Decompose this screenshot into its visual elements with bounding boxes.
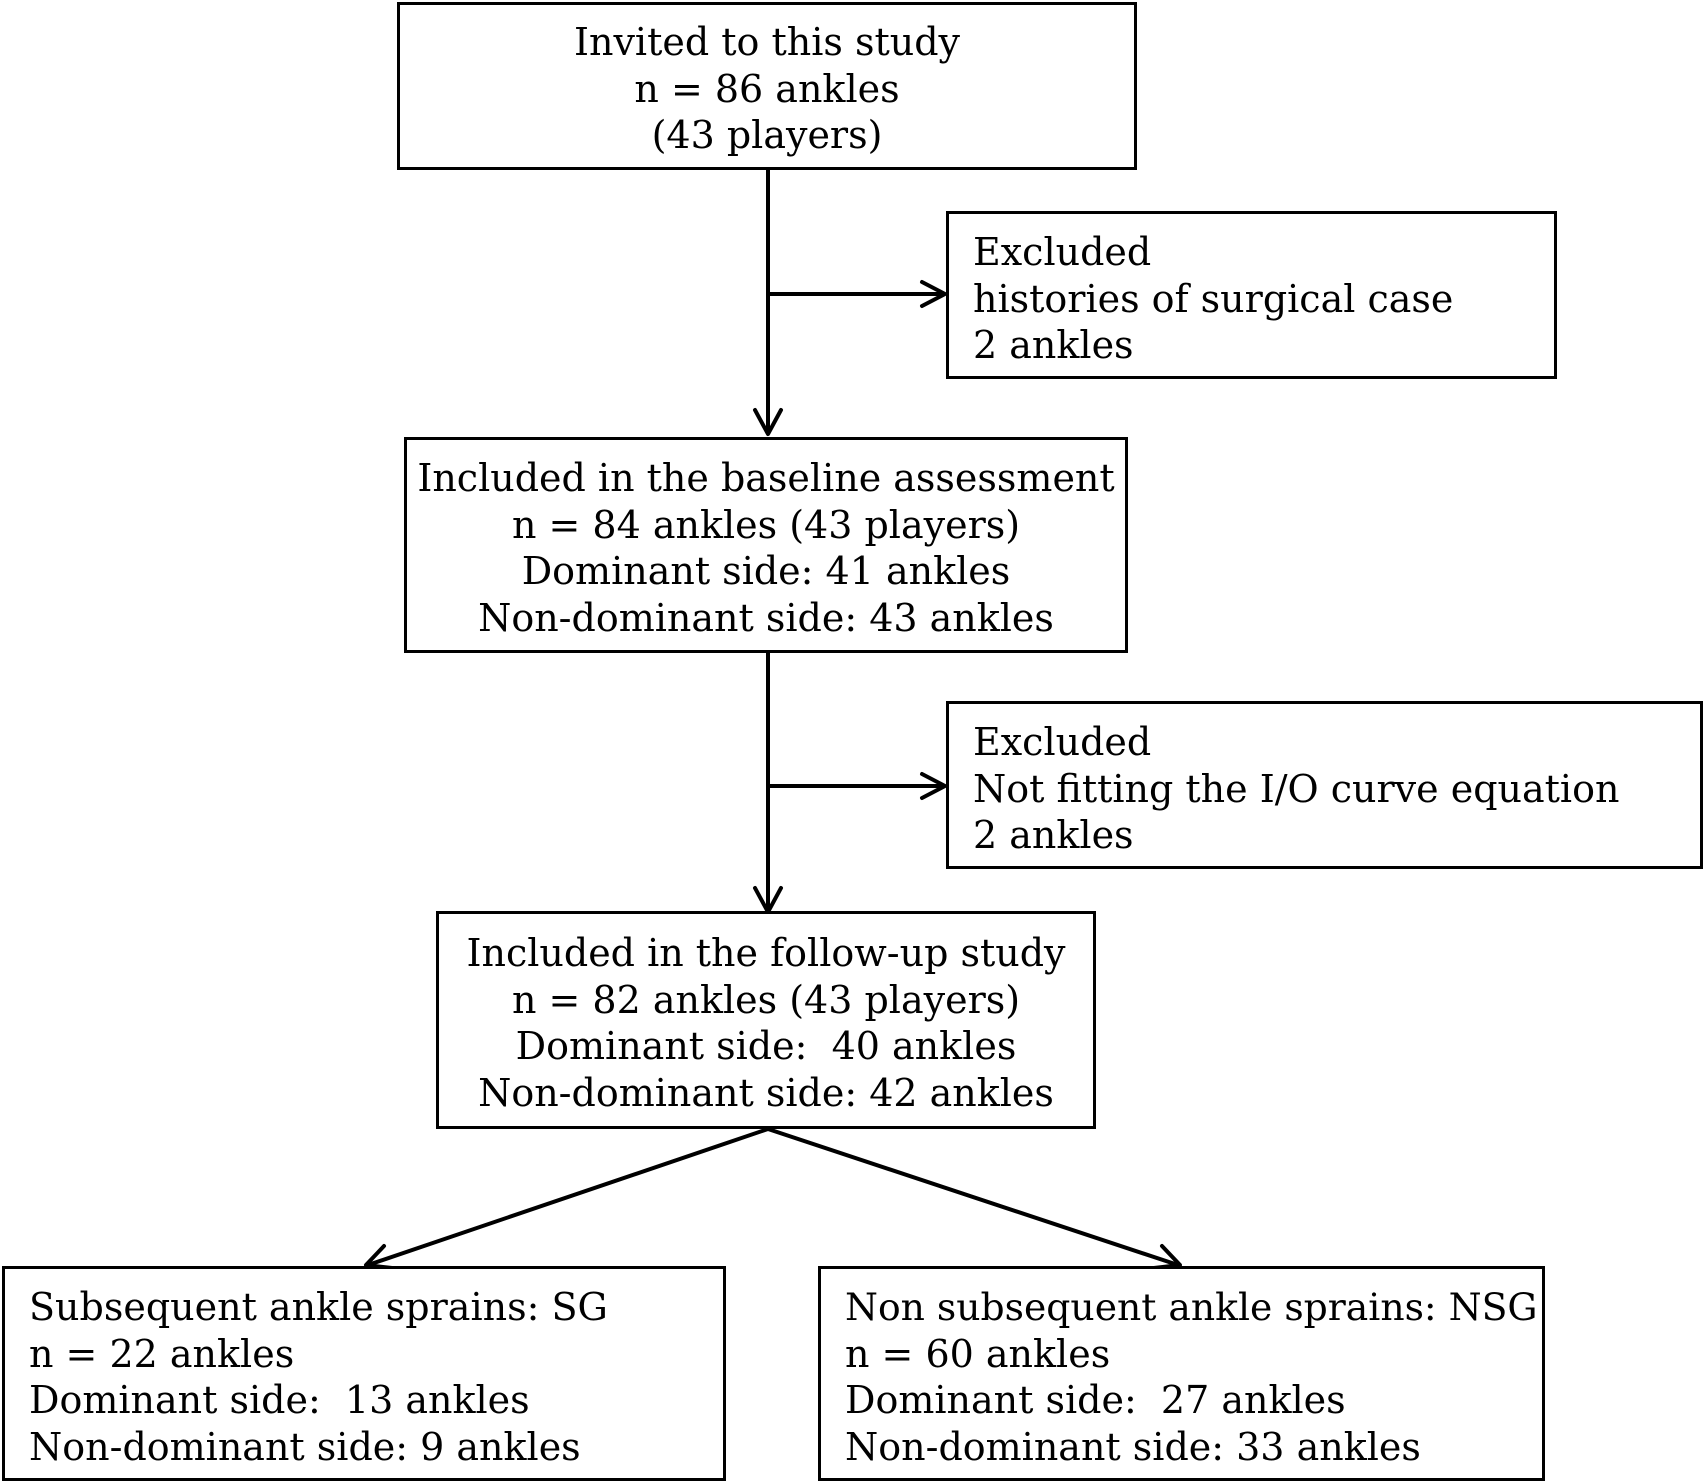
arrowhead-baseline [753,408,783,436]
invited-players: (43 players) [651,113,883,157]
excluded-io-title: Excluded [973,720,1152,764]
baseline-dominant: Dominant side: 41 ankles [521,549,1011,593]
nsg-dominant: Dominant side: 27 ankles [845,1378,1346,1422]
excluded-io-reason: Not fitting the I/O curve equation [973,766,1620,811]
nsg-non-dominant: Non-dominant side: 33 ankles [845,1424,1421,1469]
baseline-title: Included in the baseline assessment [417,456,1115,500]
sg-non-dominant: Non-dominant side: 9 ankles [29,1424,581,1469]
invited-count: n = 86 ankles [634,66,900,111]
sg-count: n = 22 ankles [29,1331,295,1376]
baseline-count: n = 84 ankles (43 players) [511,502,1021,547]
excluded-surgical-box: Excluded histories of surgical case 2 an… [946,211,1557,379]
excluded-surgical-title: Excluded [973,230,1152,274]
followup-box: Included in the follow-up study n = 82 a… [436,911,1096,1129]
arrowhead-excluded-surgical [920,280,947,308]
followup-dominant: Dominant side: 40 ankles [515,1024,1017,1068]
sg-dominant: Dominant side: 13 ankles [29,1378,530,1422]
nsg-title: Non subsequent ankle sprains: NSG [845,1285,1538,1329]
followup-non-dominant: Non-dominant side: 42 ankles [478,1070,1054,1115]
arrowhead-excluded-io [920,772,947,800]
invited-box: Invited to this study n = 86 ankles (43 … [397,2,1137,170]
excluded-surgical-reason: histories of surgical case [973,276,1454,321]
baseline-box: Included in the baseline assessment n = … [404,437,1128,653]
nsg-box: Non subsequent ankle sprains: NSG n = 60… [818,1266,1545,1481]
edge-followup-nsg [766,1127,1180,1267]
excluded-io-box: Excluded Not fitting the I/O curve equat… [946,701,1703,869]
nsg-count: n = 60 ankles [845,1331,1111,1376]
sg-title: Subsequent ankle sprains: SG [29,1285,608,1329]
followup-count: n = 82 ankles (43 players) [511,977,1021,1022]
invited-title: Invited to this study [573,20,960,64]
sg-box: Subsequent ankle sprains: SG n = 22 ankl… [2,1266,726,1481]
followup-title: Included in the follow-up study [466,931,1066,975]
baseline-non-dominant: Non-dominant side: 43 ankles [478,595,1054,640]
edge-followup-sg [366,1127,770,1267]
excluded-surgical-count: 2 ankles [973,323,1134,367]
excluded-io-count: 2 ankles [973,813,1134,857]
